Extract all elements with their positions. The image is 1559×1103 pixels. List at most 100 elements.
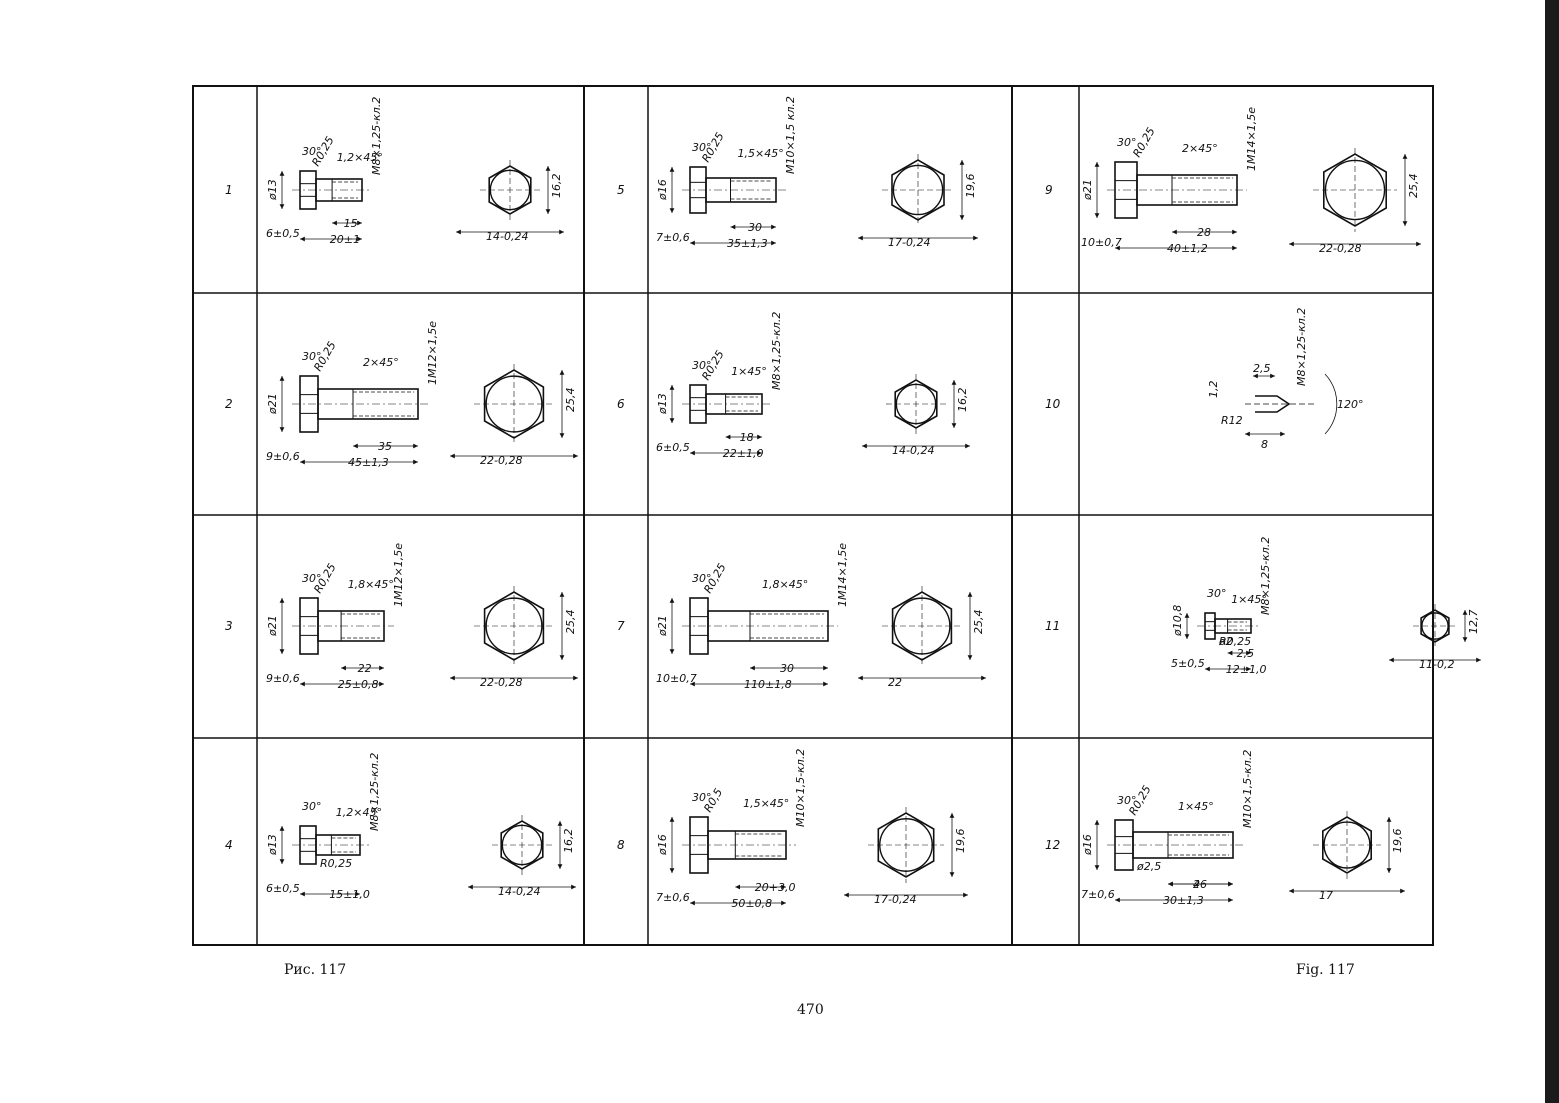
dim-head-height: 7±0,6	[1081, 888, 1115, 901]
dim-tip-radius: R12	[1221, 414, 1243, 427]
dim-tip-length: 2,5	[1253, 362, 1271, 375]
dim-head-diameter: ø21	[266, 615, 279, 637]
dim-thread-length: 26	[1193, 878, 1207, 891]
cell-number: 9	[1045, 183, 1053, 197]
dim-thread-chamfer: 2×45°	[363, 356, 399, 369]
dim-thread-chamfer: 1,8×45°	[348, 578, 394, 591]
thread-spec: M8×1,25-кл.2	[1259, 537, 1272, 615]
dim-chamfer-angle: 30°	[302, 572, 322, 585]
dim-thread-chamfer: 1×45°	[731, 365, 767, 378]
thread-spec: M10×1,5-кл.2	[1241, 750, 1254, 828]
dim-overall-length: 20±1	[330, 233, 360, 246]
dim-head-height: 7±0,6	[656, 231, 690, 244]
dim-overall-length: 25±0,8	[338, 678, 379, 691]
dim-chamfer-angle: 30°	[1207, 587, 1227, 600]
thread-spec: 1M12×1,5e	[392, 543, 405, 607]
dim-hex-across-corners: 25,4	[564, 610, 577, 635]
dim-chamfer-angle: 30°	[692, 572, 712, 585]
dim-head-diameter: ø16	[1081, 834, 1094, 856]
dim-chamfer-angle: 30°	[302, 350, 322, 363]
dim-hex-across-corners: 19,6	[964, 174, 977, 199]
dim-detail: R0,25	[1219, 635, 1251, 648]
dim-thread-length: 15	[344, 217, 358, 230]
dim-thread-chamfer: 1×45°	[1231, 593, 1267, 606]
dim-thread-length: 28	[1197, 226, 1211, 239]
dim-chamfer-angle: 30°	[692, 359, 712, 372]
dim-head-diameter: ø13	[266, 179, 279, 201]
dim-thread-chamfer: 1,2×45°	[336, 806, 382, 819]
cell-number: 12	[1045, 838, 1060, 852]
dim-head-height: 9±0,6	[266, 450, 300, 463]
dim-hex-across-corners: 25,4	[972, 610, 985, 635]
dim-thread-length: 30	[748, 221, 762, 234]
table-frame	[192, 85, 1434, 946]
dim-hex-across-corners: 19,6	[1391, 829, 1404, 854]
dim-overall-length: 110±1,8	[744, 678, 792, 691]
thread-spec: 1M12×1,5e	[426, 321, 439, 385]
dim-detail: R0,25	[320, 857, 352, 870]
dim-overall-length: 22±1,0	[723, 447, 764, 460]
dim-thread-chamfer: 1,2×45°	[337, 151, 383, 164]
dim-overall-length: 30±1,3	[1163, 894, 1204, 907]
dim-head-diameter: ø21	[1081, 179, 1094, 201]
dim-tip-height: 1,2	[1207, 381, 1220, 399]
thread-spec: 1M14×1,5e	[836, 543, 849, 607]
dim-head-diameter: ø16	[656, 834, 669, 856]
cell-number: 7	[617, 619, 625, 633]
thread-spec: M8×1,25-кл.2	[1295, 308, 1308, 386]
dim-thread-chamfer: 1,5×45°	[743, 797, 789, 810]
cell-number: 5	[617, 183, 625, 197]
dim-chamfer-angle: 30°	[302, 800, 322, 813]
dim-chamfer-angle: 30°	[692, 141, 712, 154]
dim-thread-length: 35	[378, 440, 392, 453]
dim-head-height: 6±0,5	[266, 882, 300, 895]
cell-number: 3	[225, 619, 233, 633]
dim-head-diameter: ø16	[656, 179, 669, 201]
dim-head-diameter: ø10,8	[1171, 605, 1184, 637]
dim-head-height: 6±0,5	[266, 227, 300, 240]
dim-chamfer-angle: 30°	[1117, 794, 1137, 807]
dim-head-height: 10±0,7	[1081, 236, 1122, 249]
dim-hex-across-corners: 16,2	[956, 388, 969, 413]
cell-number: 4	[225, 838, 233, 852]
dim-overall-length: 40±1,2	[1167, 242, 1208, 255]
cell-number: 6	[617, 397, 625, 411]
dim-hex-across-corners: 12,7	[1467, 610, 1480, 635]
cell-number: 1	[225, 183, 233, 197]
dim-hex-across-corners: 16,2	[550, 174, 563, 199]
dim-head-diameter: ø21	[266, 393, 279, 415]
dim-detail: ø2,5	[1136, 860, 1161, 873]
dim-thread-chamfer: 1×45°	[1178, 800, 1214, 813]
cell-number: 2	[225, 397, 233, 411]
dim-overall-length: 15±1,0	[329, 888, 370, 901]
caption-left: Рис. 117	[284, 962, 347, 978]
page-edge-shadow	[1545, 0, 1559, 1103]
dim-head-height: 7±0,6	[656, 891, 690, 904]
dim-tip-base: 8	[1261, 438, 1268, 451]
page-number: 470	[797, 1002, 824, 1018]
dim-thread-length: 22	[358, 662, 372, 675]
dim-hex-across-corners: 25,4	[1407, 174, 1420, 199]
dim-head-height: 9±0,6	[266, 672, 300, 685]
dim-thread-chamfer: 1,8×45°	[762, 578, 808, 591]
thread-spec: 1M14×1,5e	[1245, 107, 1258, 171]
dim-head-diameter: ø13	[266, 834, 279, 856]
dim-hex-across-corners: 16,2	[562, 829, 575, 854]
cell-number: 11	[1045, 619, 1060, 633]
dim-head-height: 6±0,5	[656, 441, 690, 454]
thread-spec: M8×1,25-кл.2	[770, 312, 783, 390]
dim-head-diameter: ø13	[656, 393, 669, 415]
bolt-shank	[1132, 831, 1234, 859]
dim-overall-length: 50±0,8	[731, 897, 772, 910]
